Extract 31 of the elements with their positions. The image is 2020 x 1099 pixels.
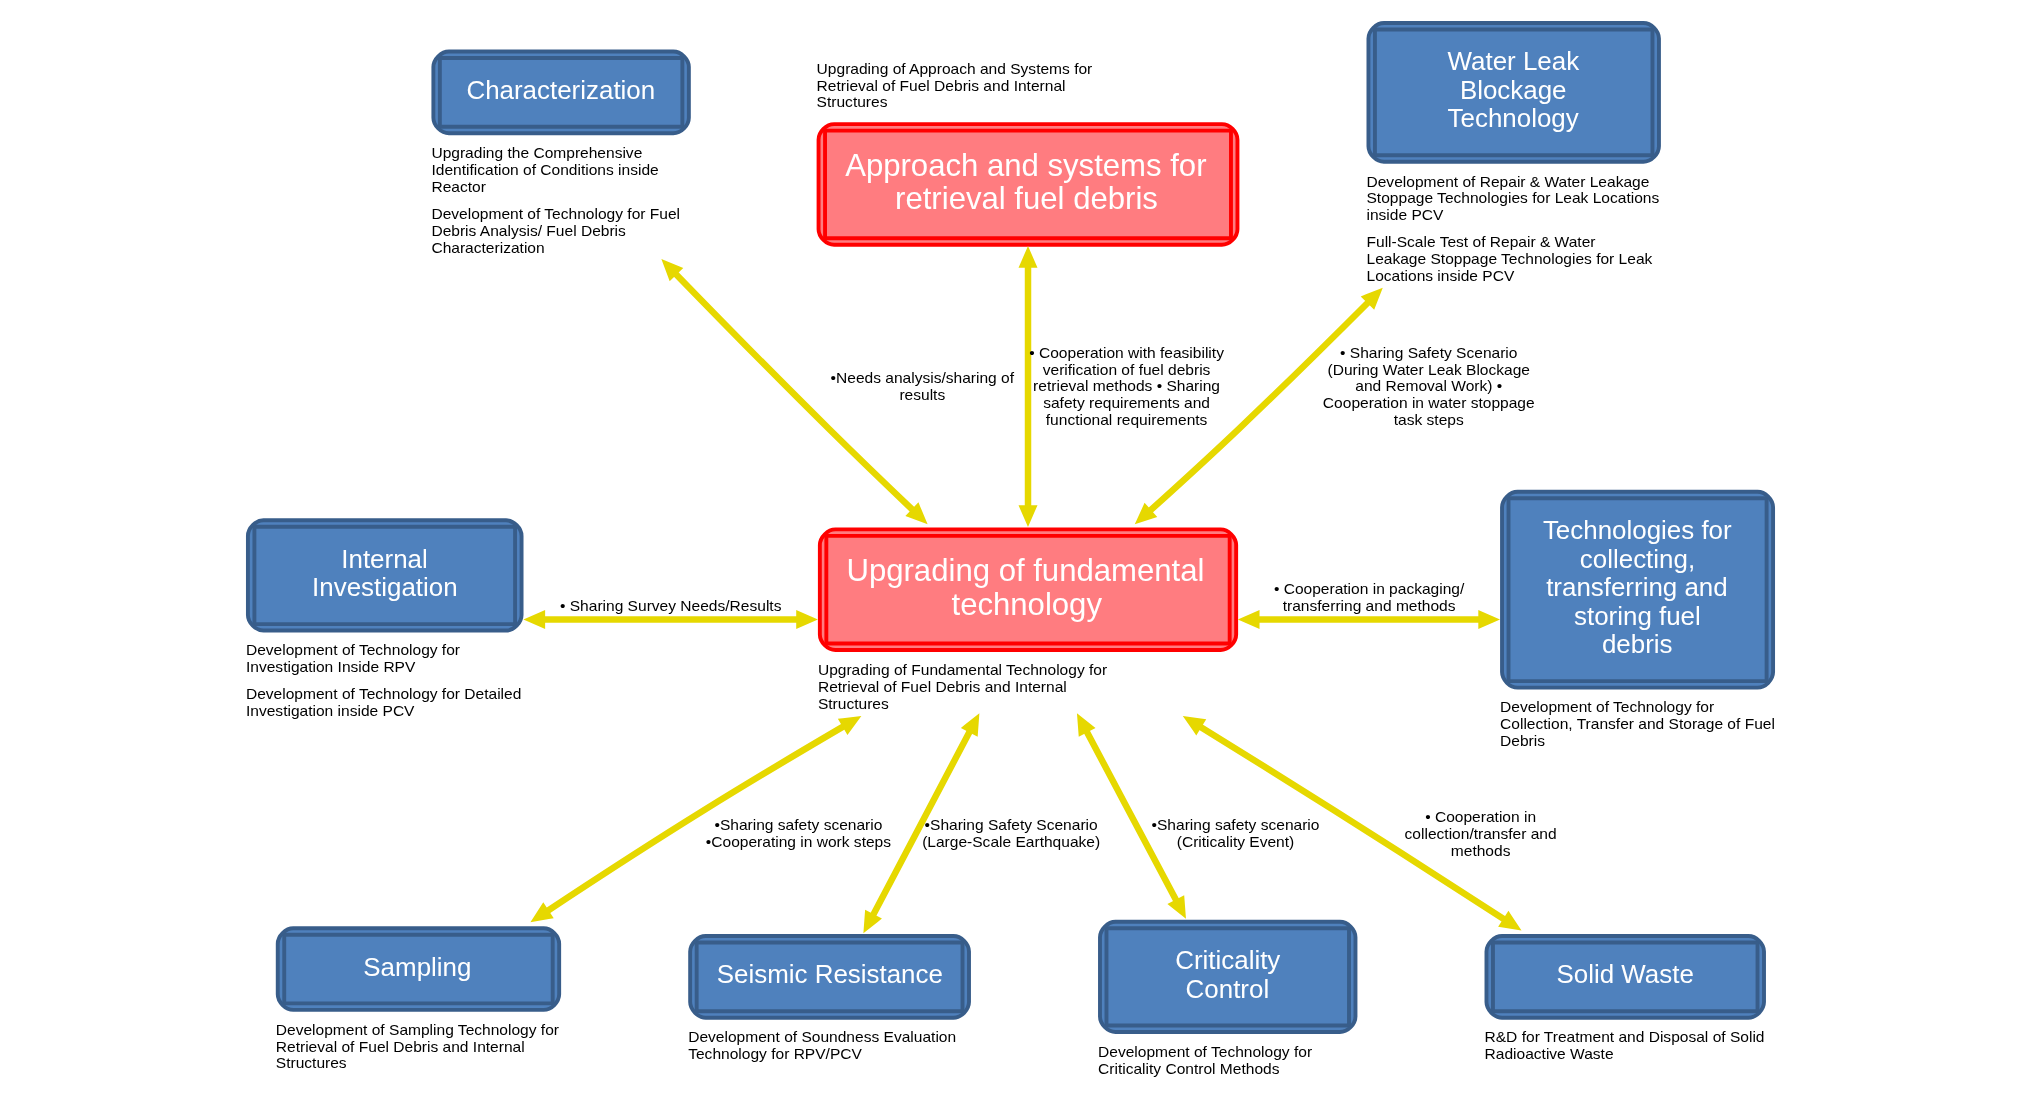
node-label: Development of Repair & Water Leakage Stoppage Technologies for Leak Locations inside PCV bbox=[1366, 172, 1659, 224]
node-label: Upgrading of Fundamental Technology for Retrieval of Fuel Debris and Internal Structures bbox=[817, 660, 1107, 712]
arrow bbox=[522, 610, 818, 630]
arrow bbox=[1076, 713, 1186, 919]
node-label: Full-Scale Test of Repair & Water Leakage Stoppage Technologies for Leak Locations inside PCV bbox=[1366, 233, 1652, 285]
arrow bbox=[1182, 715, 1521, 931]
edge-label: • Cooperation in collection/transfer and methods bbox=[1404, 807, 1557, 859]
node-label: Development of Technology for Criticality Control Methods bbox=[1097, 1042, 1312, 1077]
edge-label: •Needs analysis/sharing of results bbox=[830, 368, 1014, 403]
node-label: Development of Soundness Evaluation Technology for RPV/PCV bbox=[687, 1028, 956, 1063]
node-label: Development of Technology for Collection, Transfer and Storage of Fuel Debris bbox=[1499, 698, 1775, 750]
arrow bbox=[660, 259, 928, 525]
arrow bbox=[1237, 610, 1500, 630]
edge-label: • Sharing Survey Needs/Results bbox=[559, 597, 781, 615]
edge-label: • Sharing Safety Scenario (During Water Leak Blockage and Removal Work) • Cooperation in water stoppage task steps bbox=[1322, 343, 1535, 429]
node-label: Development of Technology for Investigation Inside RPV bbox=[245, 641, 460, 676]
node-label: R&D for Treatment and Disposal of Solid Radioactive Waste bbox=[1484, 1028, 1765, 1063]
edge-label: •Sharing safety scenario (Criticality Event) bbox=[1151, 816, 1319, 851]
arrow bbox=[1134, 287, 1383, 525]
node-label: Development of Technology for Fuel Debris Analysis/ Fuel Debris Characterization bbox=[430, 204, 680, 256]
arrow bbox=[862, 713, 979, 934]
node-label: Upgrading of Approach and Systems for Retrieval of Fuel Debris and Internal Structures bbox=[816, 59, 1092, 111]
edge-label: • Cooperation in packaging/ transferring and methods bbox=[1273, 580, 1464, 615]
node-label: Development of Sampling Technology for Retrieval of Fuel Debris and Internal Structures bbox=[275, 1020, 559, 1072]
edge-label: • Cooperation with feasibility verification of fuel debris retrieval methods • Sharing safety requirements and functional requirements bbox=[1028, 343, 1224, 429]
edge-label: •Sharing safety scenario •Cooperating in work steps bbox=[705, 816, 891, 851]
arrow bbox=[1018, 245, 1037, 527]
edge-label: •Sharing Safety Scenario (Large-Scale Earthquake) bbox=[921, 816, 1100, 851]
node-label: Development of Technology for Detailed Investigation inside PCV bbox=[245, 685, 521, 720]
node-label: Upgrading the Comprehensive Identification of Conditions inside Reactor bbox=[430, 143, 659, 195]
arrow bbox=[529, 715, 861, 923]
